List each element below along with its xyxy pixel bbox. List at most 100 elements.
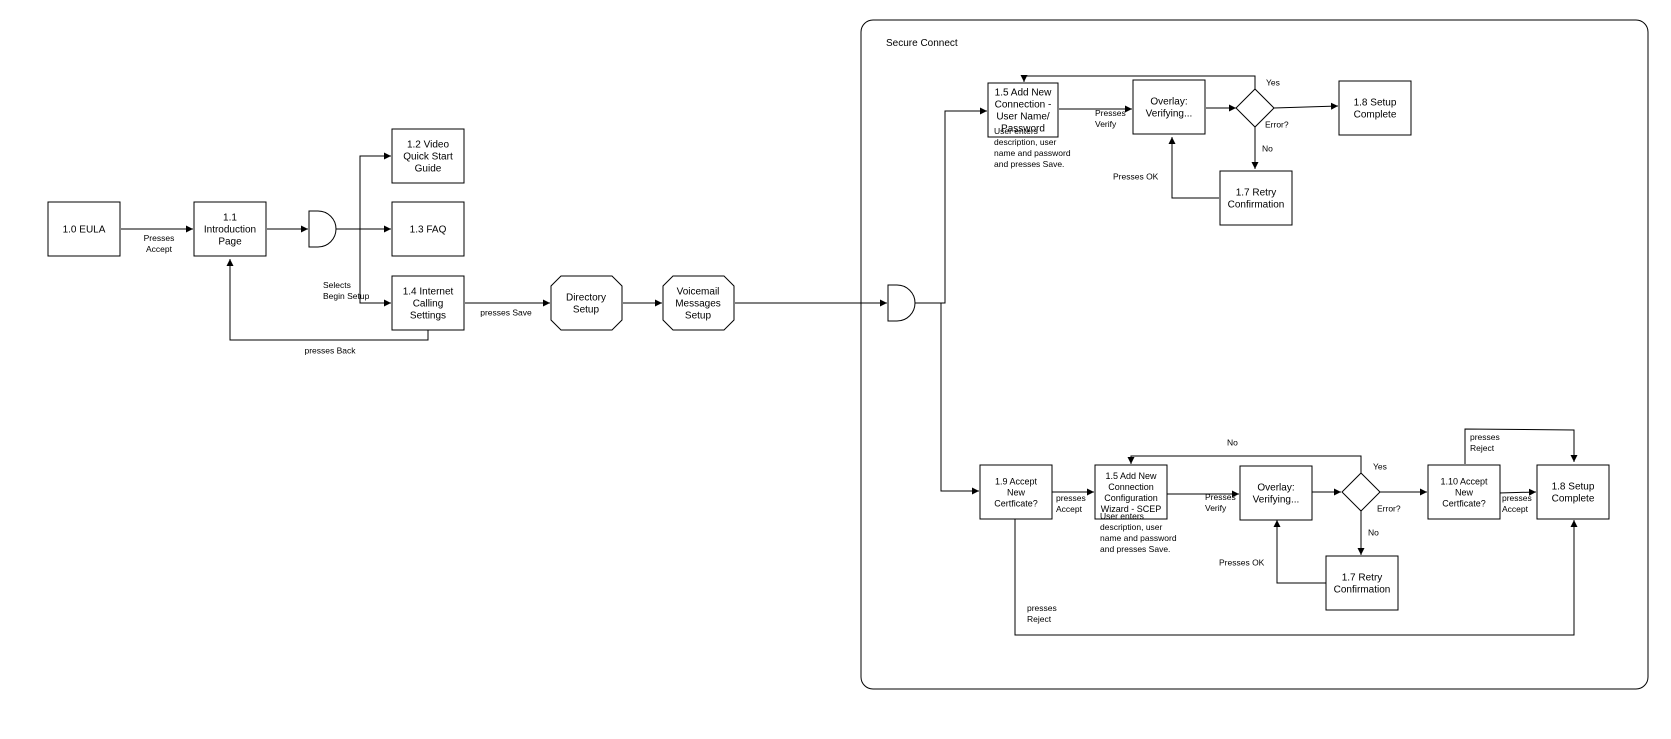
text-line: 1.5 Add New: [1105, 471, 1157, 481]
text-line: Setup: [573, 305, 600, 316]
edges: [121, 75, 1578, 636]
text-line: and presses Save.: [994, 159, 1064, 169]
label-no-bottom-loop: No: [1227, 438, 1238, 448]
label-error-bottom: Error?: [1377, 504, 1401, 514]
node-accept-certificate-1: [979, 464, 1053, 520]
edge-or-video: [359, 152, 391, 229]
node-overlay-verifying-bottom: [1239, 465, 1313, 521]
text-line: Page: [218, 237, 242, 248]
text-line: Accept: [1056, 504, 1083, 514]
text-line: Verify: [1205, 503, 1227, 513]
node-introduction-page: [193, 201, 267, 257]
text-line: Error?: [1265, 120, 1289, 130]
text-line: Begin Setup: [323, 291, 370, 301]
label-no-top: No: [1262, 144, 1273, 154]
text-line: No: [1262, 144, 1273, 154]
node-overlay-top-label: Overlay:Verifying...: [1146, 97, 1193, 120]
label-error-top: Error?: [1265, 120, 1289, 130]
text-line: Reject: [1027, 614, 1052, 624]
edge-cert2-complete: [1498, 488, 1537, 496]
node-add-connection-scep: [1094, 464, 1168, 520]
text-line: Overlay:: [1257, 483, 1294, 494]
text-line: 1.4 Internet: [403, 287, 454, 298]
edge-or2-bottom: [940, 303, 979, 495]
text-line: Selects: [323, 280, 351, 290]
nodes: [47, 79, 1610, 611]
text-line: 1.1: [223, 213, 237, 224]
text-line: 1.0 EULA: [63, 225, 106, 236]
text-line: Wizard - SCEP: [1101, 504, 1162, 514]
text-line: Yes: [1373, 462, 1387, 472]
edge-or2-top: [907, 107, 987, 304]
text-line: Error?: [1377, 504, 1401, 514]
text-line: Setup: [685, 311, 712, 322]
text-line: Confirmation: [1228, 200, 1285, 211]
text-line: Verify: [1095, 119, 1117, 129]
text-line: Presses OK: [1113, 172, 1159, 182]
node-setup-complete-top: [1338, 80, 1412, 136]
text-line: Settings: [410, 311, 446, 322]
decision-error-bottom: [1341, 472, 1381, 512]
text-line: Presses: [1095, 108, 1126, 118]
node-faq: [391, 201, 465, 257]
text-line: Presses: [144, 233, 175, 243]
edge-internet-back-intro: [226, 259, 429, 341]
or-gate-1: [308, 210, 337, 248]
text-line: and presses Save.: [1100, 544, 1170, 554]
text-line: presses Save: [480, 308, 532, 318]
edge-cert2-reject: [1464, 428, 1578, 464]
text-line: Calling: [413, 299, 444, 310]
text-line: presses: [1470, 432, 1500, 442]
text-line: Reject: [1470, 443, 1495, 453]
node-eula: [47, 201, 121, 257]
text-line: Accept: [146, 244, 173, 254]
text-line: No: [1368, 528, 1379, 538]
text-line: Messages: [675, 299, 721, 310]
text-line: 1.2 Video: [407, 140, 450, 151]
text-line: Voicemail: [677, 287, 720, 298]
label-no-bottom: No: [1368, 528, 1379, 538]
edge-diamond-loop-bottom: [1127, 455, 1362, 473]
label-presses-save: presses Save: [480, 308, 532, 318]
label-presses-ok-bottom: Presses OK: [1219, 558, 1265, 568]
text-line: presses: [1056, 493, 1086, 503]
text-line: description, user: [994, 137, 1057, 147]
decision-error-top: [1235, 88, 1275, 128]
text-line: presses: [1502, 493, 1532, 503]
text-line: Overlay:: [1150, 97, 1187, 108]
secure-connect-container: [860, 19, 1649, 690]
text-line: Verifying...: [1146, 109, 1193, 120]
text-line: User enters: [1100, 511, 1144, 521]
node-retry-confirmation-top: [1219, 170, 1293, 226]
text-line: Connection: [1108, 482, 1154, 492]
text-line: Accept: [1502, 504, 1529, 514]
edge-diamond-complete-top: [1273, 102, 1339, 110]
label-presses-ok-top: Presses OK: [1113, 172, 1159, 182]
text-line: New: [1455, 488, 1474, 498]
label-yes-bottom: Yes: [1373, 462, 1387, 472]
text-line: User enters: [994, 126, 1038, 136]
node-accept-certificate-2: [1427, 464, 1501, 520]
text-line: 1.8 Setup: [1354, 98, 1397, 109]
text-line: Guide: [415, 164, 442, 175]
text-line: Certficate?: [994, 499, 1038, 509]
text-line: Yes: [1266, 78, 1280, 88]
node-voicemail-setup: [662, 275, 735, 331]
text-line: New: [1007, 488, 1026, 498]
edge-diamond-loop-top: [1020, 75, 1256, 89]
